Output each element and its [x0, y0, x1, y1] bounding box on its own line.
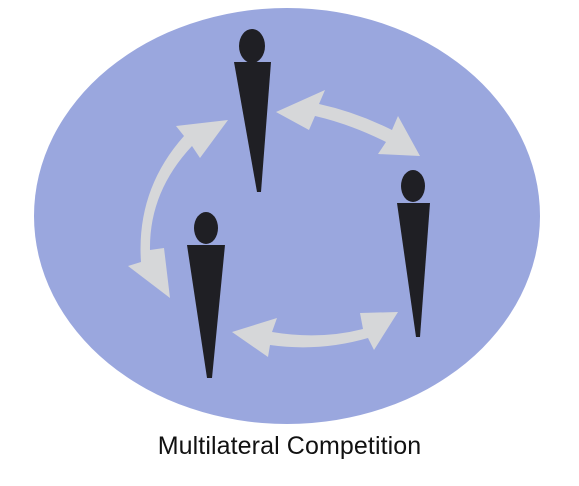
arrows-group	[128, 90, 420, 357]
figure-left-body	[187, 245, 225, 378]
background-ellipse	[34, 8, 540, 424]
diagram-caption: Multilateral Competition	[157, 432, 422, 460]
figure-left	[187, 212, 225, 378]
arrow-right-left	[232, 312, 398, 357]
figure-left-head	[194, 212, 218, 244]
figure-top-body	[234, 62, 271, 192]
figure-top-head	[239, 29, 265, 63]
figure-right-head	[401, 170, 425, 202]
figure-right-body	[397, 203, 430, 337]
figure-right	[397, 170, 430, 337]
arrow-left-top	[128, 120, 228, 298]
figures-group	[187, 29, 430, 378]
figure-top	[234, 29, 271, 192]
arrow-top-right	[276, 90, 420, 156]
competition-diagram	[34, 8, 540, 424]
